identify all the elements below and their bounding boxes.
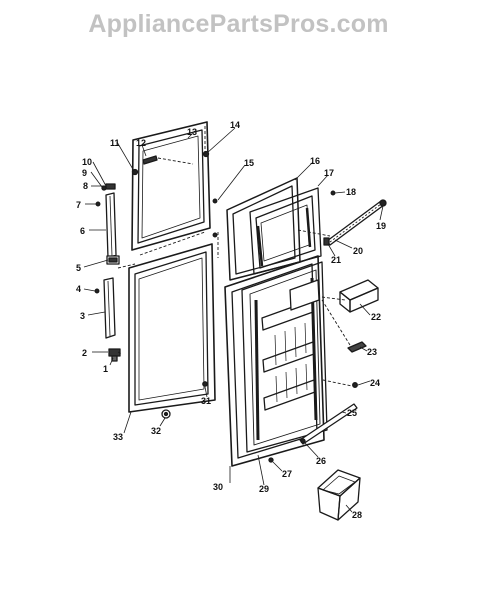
clip-part-21 [323, 237, 330, 246]
door-bin [317, 469, 361, 521]
freezer-door-panel [131, 121, 211, 251]
callout-15: 15 [244, 158, 254, 168]
callout-10: 10 [82, 157, 92, 167]
callout-20: 20 [353, 246, 363, 256]
callout-6: 6 [80, 226, 85, 236]
center-hinge [106, 255, 120, 265]
screw-part-27 [268, 457, 274, 463]
callout-3: 3 [80, 311, 85, 321]
handle-trim [142, 155, 158, 165]
callout-19: 19 [376, 221, 386, 231]
fresh-food-gasket [103, 277, 116, 339]
callout-21: 21 [331, 255, 341, 265]
callout-17: 17 [324, 168, 334, 178]
top-hinge-assembly [101, 183, 116, 191]
callout-13: 13 [187, 127, 197, 137]
callout-9: 9 [82, 168, 87, 178]
callout-5: 5 [76, 263, 81, 273]
callout-1: 1 [103, 364, 108, 374]
callout-29: 29 [259, 484, 269, 494]
callout-16: 16 [310, 156, 320, 166]
dairy-bin [339, 279, 379, 313]
callout-18: 18 [346, 187, 356, 197]
bottom-hinge [108, 348, 121, 362]
screw-part-18 [330, 190, 336, 196]
callout-labels: 1 2 3 4 5 6 7 8 9 10 11 12 13 14 15 16 1… [76, 120, 386, 520]
callout-23: 23 [367, 347, 377, 357]
callout-25: 25 [347, 408, 357, 418]
callout-30: 30 [213, 482, 223, 492]
freezer-door-gasket [105, 192, 117, 259]
cap-part-24 [352, 382, 358, 388]
fresh-food-door-panel [128, 243, 216, 413]
clip-part-23 [347, 341, 367, 353]
callout-7: 7 [76, 200, 81, 210]
callout-31: 31 [201, 396, 211, 406]
callout-2: 2 [82, 348, 87, 358]
freezer-door-liner [226, 177, 322, 281]
callout-12: 12 [136, 138, 146, 148]
fresh-food-door-liner [241, 261, 328, 453]
door-stop [161, 409, 171, 419]
callout-33: 33 [113, 432, 123, 442]
screw-part-31 [202, 381, 208, 387]
callout-8: 8 [83, 181, 88, 191]
callout-24: 24 [370, 378, 380, 388]
callout-26: 26 [316, 456, 326, 466]
screw-part-4 [94, 288, 100, 294]
pin-hinge [212, 232, 218, 238]
callout-27: 27 [282, 469, 292, 479]
callout-22: 22 [371, 312, 381, 322]
callout-14: 14 [230, 120, 240, 130]
watermark: AppliancePartsPros.com [88, 10, 389, 38]
screw-part-26 [300, 438, 306, 444]
callout-4: 4 [76, 284, 81, 294]
callout-32: 32 [151, 426, 161, 436]
screw-part-7 [95, 201, 101, 207]
callout-28: 28 [352, 510, 362, 520]
callout-11: 11 [110, 138, 120, 148]
pin-part-15 [212, 198, 218, 204]
